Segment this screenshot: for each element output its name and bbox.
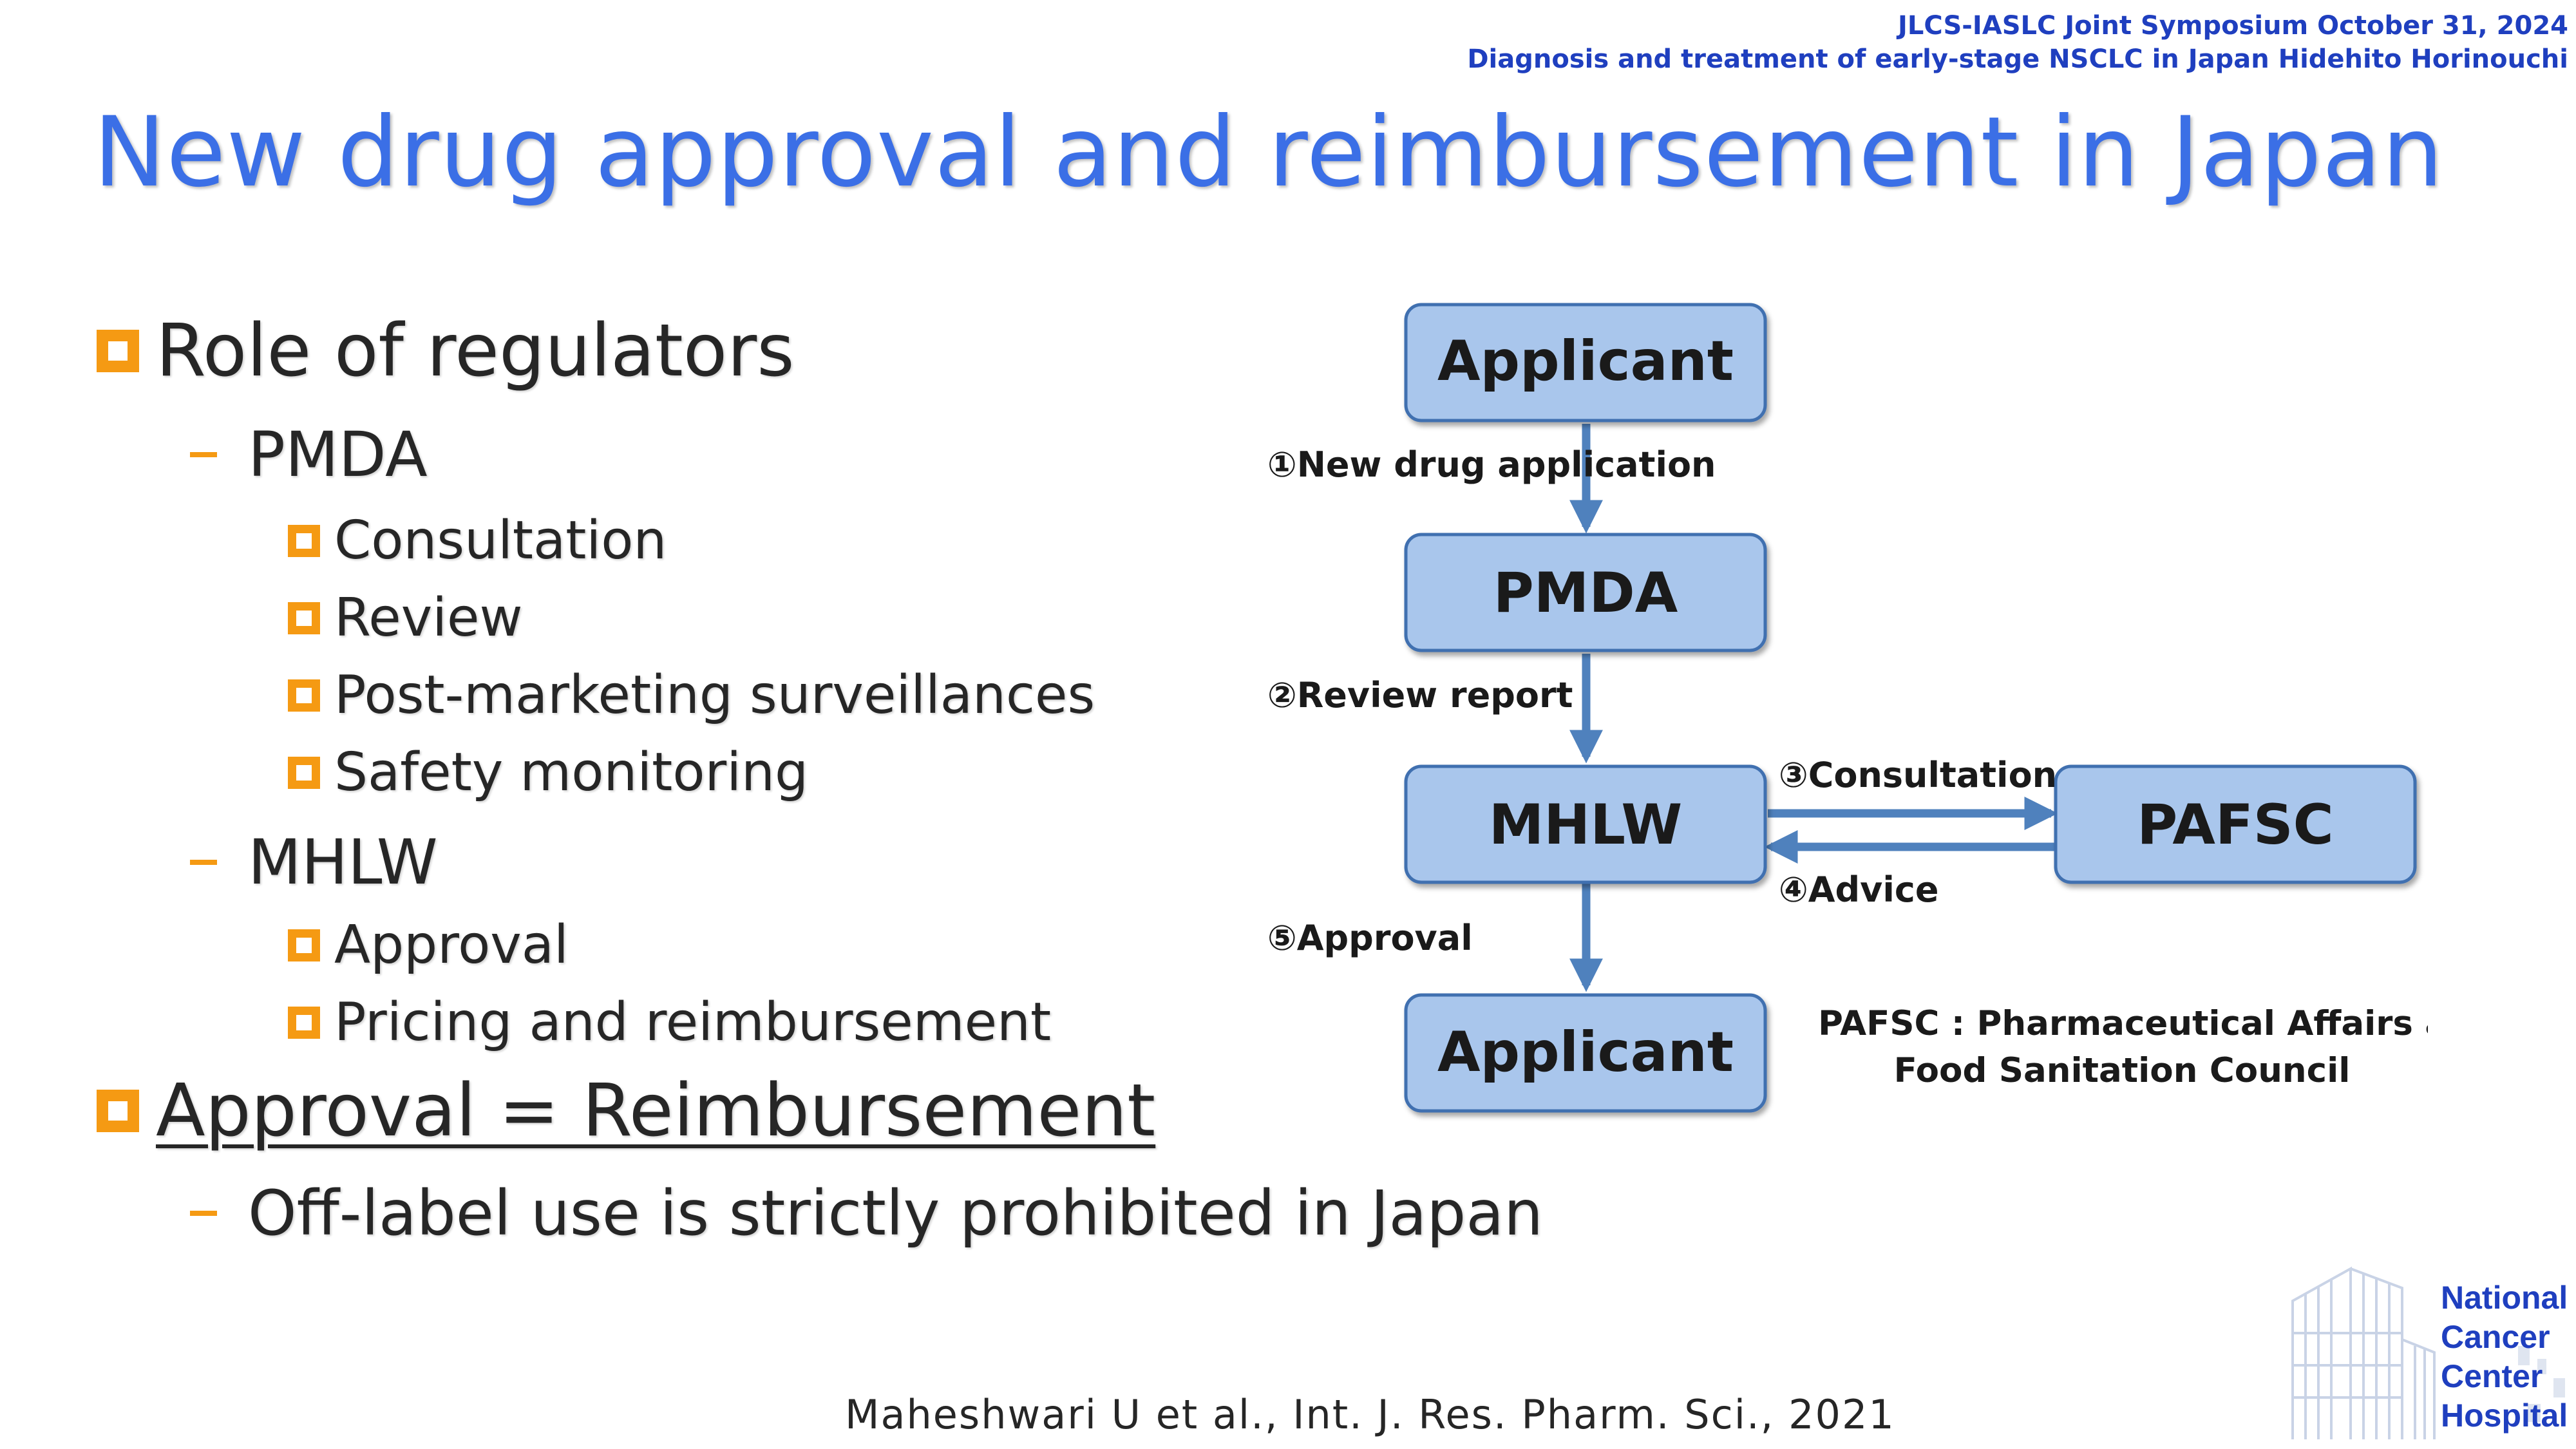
logo-line: Cancer — [2441, 1319, 2550, 1355]
bullet-pmda-item: Safety monitoring — [288, 742, 808, 803]
bullet-text: Safety monitoring — [334, 742, 808, 803]
bullet-mhlw: MHLW — [190, 826, 438, 898]
edge-label-advice: ④Advice — [1779, 869, 1939, 910]
header: JLCS-IASLC Joint Symposium October 31, 2… — [1467, 9, 2568, 76]
square-bullet-icon — [97, 330, 139, 372]
pafsc-note-line-1: PAFSC : Pharmaceutical Affairs and — [1818, 1004, 2428, 1043]
square-bullet-icon — [288, 679, 320, 712]
bullet-pmda-item: Review — [288, 587, 523, 649]
dash-bullet-icon — [190, 452, 217, 457]
node-label: Applicant — [1437, 329, 1734, 393]
hospital-logo-text: National Cancer Center Hospital — [2441, 1278, 2568, 1435]
square-bullet-icon — [288, 524, 320, 557]
square-bullet-icon — [288, 929, 320, 961]
square-bullet-icon — [288, 756, 320, 789]
logo-line: National — [2441, 1280, 2568, 1316]
bullet-approval-reimbursement: Approval = Reimbursement — [97, 1069, 1155, 1153]
node-label: Applicant — [1437, 1020, 1734, 1084]
square-bullet-icon — [288, 601, 320, 634]
header-line-1: JLCS-IASLC Joint Symposium October 31, 2… — [1897, 11, 2568, 41]
node-applicant-bottom: Applicant — [1404, 993, 1767, 1113]
citation: Maheshwari U et al., Int. J. Res. Pharm.… — [845, 1391, 1895, 1438]
square-bullet-icon — [97, 1090, 139, 1132]
bullet-text: Role of regulators — [156, 309, 795, 393]
bullet-pmda-item: Post-marketing surveillances — [288, 665, 1095, 726]
slide-title: New drug approval and reimbursement in J… — [93, 97, 2444, 209]
bullet-mhlw-item: Pricing and reimbursement — [288, 992, 1051, 1053]
node-mhlw: MHLW — [1404, 764, 1767, 884]
dash-bullet-icon — [190, 1211, 217, 1216]
bullet-text: MHLW — [248, 826, 438, 898]
edge-label-consultation: ③Consultation — [1779, 755, 2057, 795]
header-line-2: Diagnosis and treatment of early-stage N… — [1467, 44, 2568, 74]
node-applicant-top: Applicant — [1404, 303, 1767, 422]
edge-label-review-report: ②Review report — [1267, 675, 1573, 715]
bullet-text: Approval — [334, 914, 569, 976]
logo-line: Center — [2441, 1358, 2543, 1394]
bullet-text: PMDA — [248, 419, 428, 491]
logo-line: Hospital — [2441, 1397, 2568, 1434]
bullet-pmda-item: Consultation — [288, 510, 667, 571]
pafsc-note-line-2: Food Sanitation Council — [1894, 1051, 2351, 1090]
approval-flow-diagram: Applicant PMDA MHLW PAFSC Applicant ①New… — [1267, 303, 2428, 1113]
dash-bullet-icon — [190, 860, 217, 865]
node-pafsc: PAFSC — [2054, 764, 2417, 884]
edge-label-new-drug-application: ①New drug application — [1267, 444, 1716, 485]
edge-label-approval: ⑤Approval — [1267, 918, 1473, 958]
node-pmda: PMDA — [1404, 533, 1767, 652]
bullet-text: Review — [334, 587, 523, 649]
node-label: PAFSC — [2137, 793, 2334, 857]
hospital-building-logo-icon — [2291, 1266, 2565, 1439]
bullet-mhlw-item: Approval — [288, 914, 569, 976]
node-label: PMDA — [1493, 561, 1678, 625]
bullet-role-of-regulators: Role of regulators — [97, 309, 795, 393]
bullet-off-label: Off-label use is strictly prohibited in … — [190, 1177, 1543, 1249]
bullet-text: Consultation — [334, 510, 667, 571]
bullet-text: Approval = Reimbursement — [156, 1069, 1156, 1153]
bullet-text: Off-label use is strictly prohibited in … — [248, 1177, 1543, 1249]
bullet-text: Pricing and reimbursement — [334, 992, 1052, 1053]
node-label: MHLW — [1489, 793, 1683, 857]
bullet-pmda: PMDA — [190, 419, 428, 491]
bullet-text: Post-marketing surveillances — [334, 665, 1095, 726]
square-bullet-icon — [288, 1006, 320, 1039]
